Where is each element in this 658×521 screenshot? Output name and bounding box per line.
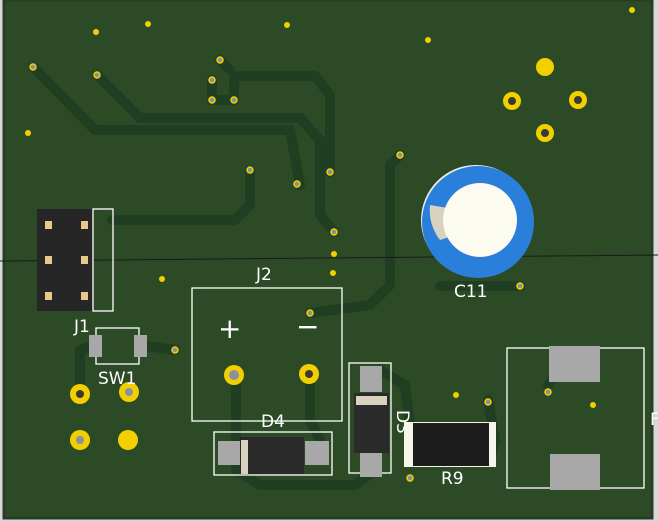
vias <box>25 7 635 408</box>
capacitor-c11 <box>421 165 534 278</box>
designator-c11: C11 <box>454 282 488 302</box>
diode-d3 <box>348 362 392 477</box>
designator-j1: J1 <box>73 317 90 337</box>
designator-partial-right-edge: F <box>650 410 658 430</box>
pin-header-j1 <box>37 208 114 312</box>
resistor-r9 <box>404 422 496 467</box>
component-right-unlabeled <box>506 346 645 490</box>
ratsnest-line <box>0 254 658 262</box>
polarity-plus-label: + <box>218 312 241 345</box>
designator-r9: R9 <box>441 469 464 489</box>
trace-vias <box>29 56 552 482</box>
designator-sw1: SW1 <box>98 369 136 389</box>
connector-j2 <box>191 287 343 422</box>
through-hole-pads-top-right <box>503 58 587 142</box>
diode-d4 <box>213 431 333 476</box>
designator-j2: J2 <box>255 265 272 285</box>
polarity-minus-label: − <box>296 310 319 343</box>
designator-d4: D4 <box>261 412 285 432</box>
switch-sw1 <box>70 327 147 450</box>
